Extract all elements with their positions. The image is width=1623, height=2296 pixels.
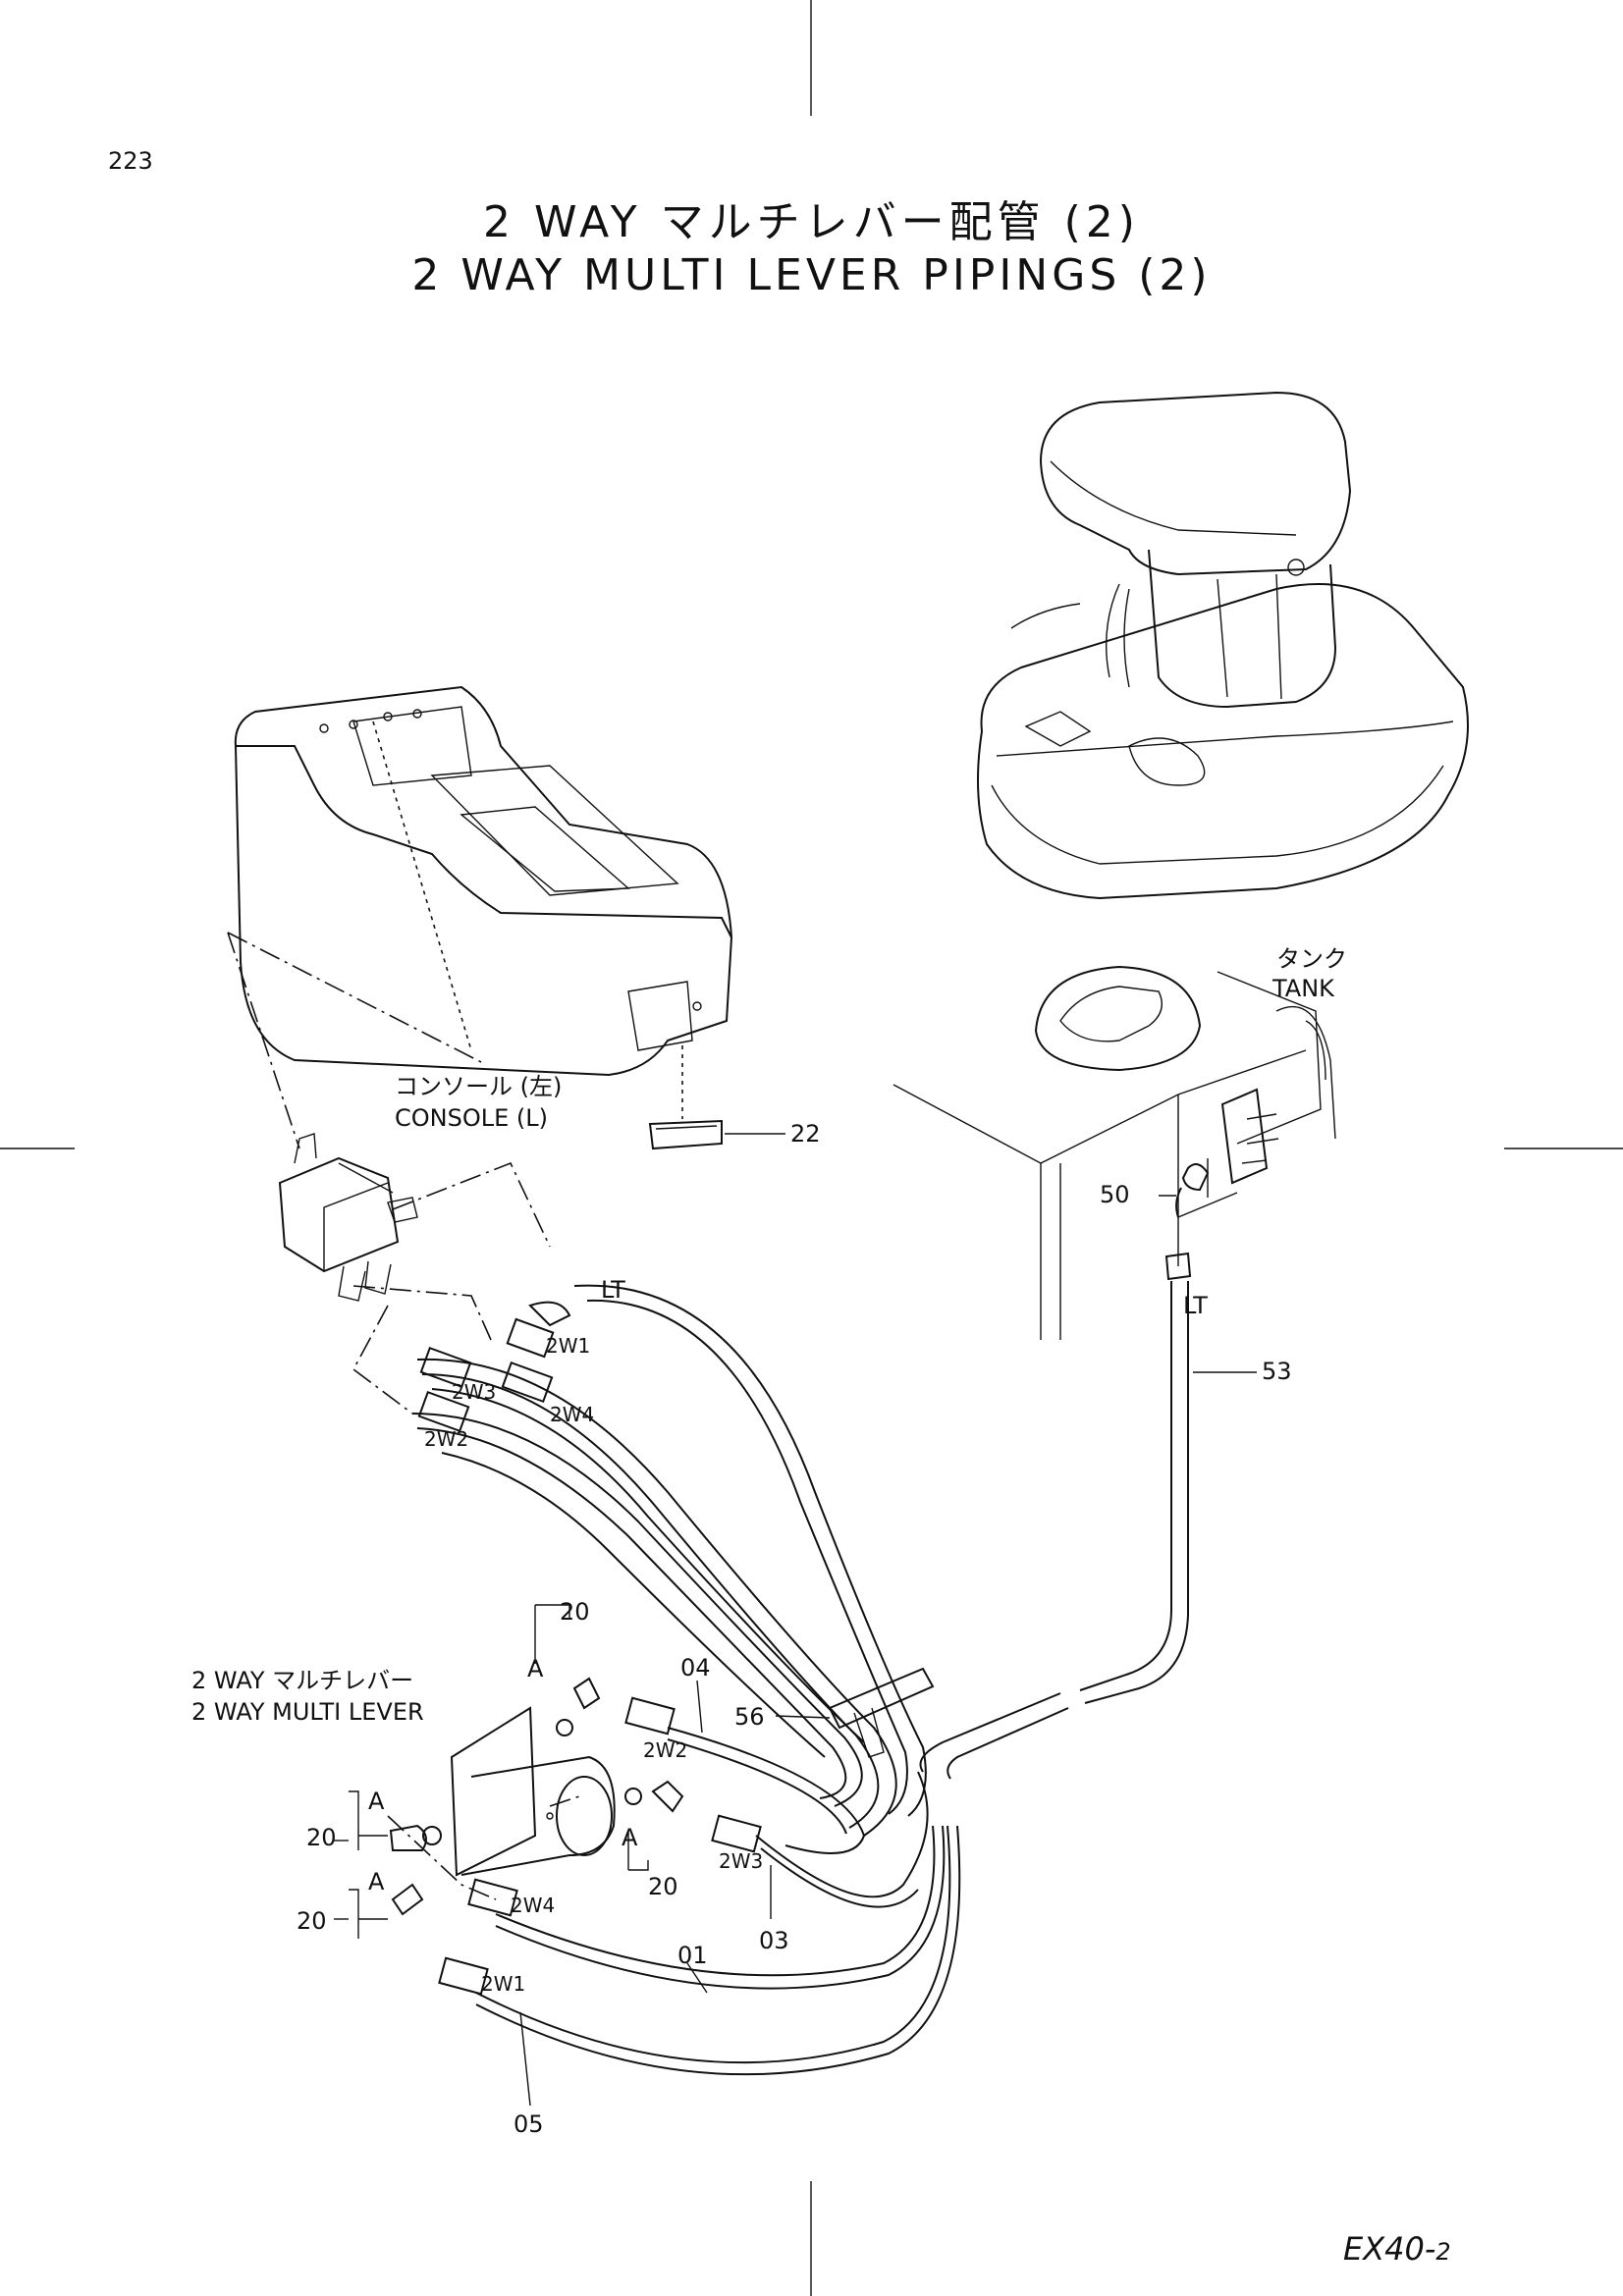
hoses-lower [475,1727,961,2076]
model-code-main: EX40- [1343,2230,1436,2268]
hose-bundle [411,1284,927,1837]
console-label-ja: コンソール (左) [395,1073,562,1100]
port-label-2w3-bottom: 2W3 [719,1849,763,1873]
return-line-53 [919,1281,1189,1780]
callout-20-top: 20 [560,1598,590,1626]
port-label-2w1-bottom: 2W1 [481,1972,525,1996]
page-title-english: 2 WAY MULTI LEVER PIPINGS (2) [411,250,1212,300]
view-a-brackets [349,1604,649,1939]
callout-22: 22 [790,1120,821,1148]
port-label-2w2-bottom: 2W2 [643,1738,687,1762]
page-number: 223 [108,147,153,175]
page-title-japanese: 2 WAY マルチレバー配管 (2) [483,197,1140,247]
hose-fittings [417,1301,762,1996]
tank-label-en: TANK [1271,975,1335,1002]
multi-lever-label-en: 2 WAY MULTI LEVER [191,1698,424,1726]
callout-01: 01 [677,1942,708,1969]
assembly-lines [227,932,580,1900]
multi-lever-block [389,1677,684,1916]
excavator-illustration [977,391,1469,900]
leader-lines [334,1195,1257,2107]
pilot-valve [278,1133,418,1302]
callout-56: 56 [734,1703,765,1731]
view-marker-a-left-lower: A [368,1868,385,1896]
view-marker-a-left-upper: A [368,1788,385,1815]
tank-label-ja: タンク [1276,945,1347,973]
clamp-56 [775,1667,935,1758]
port-label-2w1-top: 2W1 [546,1334,590,1358]
console-label-en: CONSOLE (L) [395,1104,548,1132]
model-code: EX40-2 [1343,2230,1451,2268]
lt-label-right: LT [1183,1292,1208,1319]
multi-lever-label-ja: 2 WAY マルチレバー [191,1667,413,1694]
view-marker-a-top: A [527,1655,544,1682]
view-marker-a-middle: A [622,1824,638,1851]
callout-20-left-lower: 20 [297,1907,327,1935]
port-label-2w4-top: 2W4 [550,1403,594,1426]
callout-53: 53 [1262,1358,1292,1385]
lt-label-upper: LT [601,1276,625,1304]
callout-04: 04 [680,1654,711,1682]
callout-05: 05 [514,2110,544,2138]
port-label-2w4-bottom: 2W4 [511,1894,555,1917]
console-illustration [234,685,733,1077]
callout-20-left-upper: 20 [306,1824,337,1851]
port-label-2w3-top: 2W3 [452,1380,496,1404]
diagram-labels: タンク TANK コンソール (左) CONSOLE (L) 2 WAY マルチ… [191,945,1347,2138]
part-22-pad [648,1045,785,1150]
tank-illustration [893,965,1336,1340]
callout-50: 50 [1100,1181,1130,1208]
model-code-suffix: 2 [1435,2238,1451,2266]
callout-03: 03 [759,1927,789,1954]
port-label-2w2-top: 2W2 [424,1427,468,1451]
callout-20-middle: 20 [648,1873,678,1900]
